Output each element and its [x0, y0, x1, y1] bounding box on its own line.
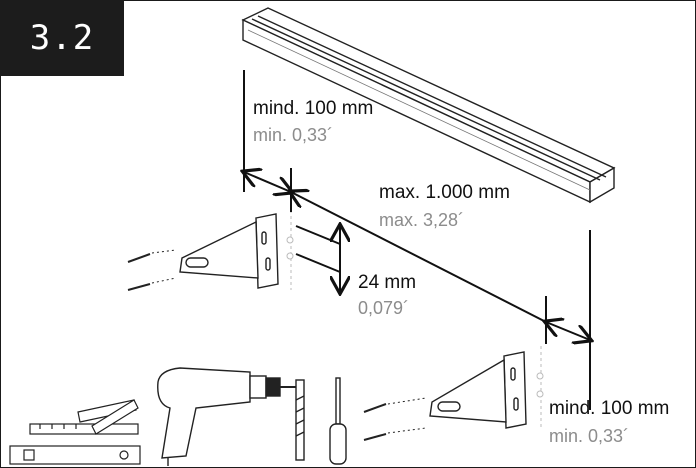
- wall-hole-marks: [286, 210, 294, 290]
- span-max-imperial-label: max. 3,28´: [379, 210, 465, 230]
- drill-bit-icon: [295, 379, 305, 461]
- top-min-imperial-label: min. 0,33´: [253, 125, 334, 145]
- rail-illustration: [241, 7, 616, 204]
- bottom-min-imperial-label: min. 0,33´: [549, 426, 630, 446]
- spirit-level-icon: [9, 445, 141, 465]
- hole-spacing-metric-label: 24 mm: [358, 272, 417, 293]
- bottom-min-metric-label: mind. 100 mm: [549, 398, 670, 419]
- bracket-icon: [179, 213, 279, 289]
- screw-icon: [363, 397, 427, 441]
- span-max-metric-label: max. 1.000 mm: [379, 182, 510, 203]
- screwdriver-icon: [329, 377, 347, 465]
- bracket-icon: [429, 351, 527, 429]
- drill-icon: [157, 367, 296, 466]
- wall-hole-marks: [536, 346, 544, 430]
- top-min-metric-label: mind. 100 mm: [253, 98, 374, 119]
- screw-icon: [127, 249, 177, 291]
- step-number-badge: 3.2: [0, 0, 124, 76]
- dimension-lines: [244, 70, 590, 410]
- hole-spacing-imperial-label: 0,079´: [358, 298, 410, 318]
- folding-ruler-icon: [29, 399, 139, 435]
